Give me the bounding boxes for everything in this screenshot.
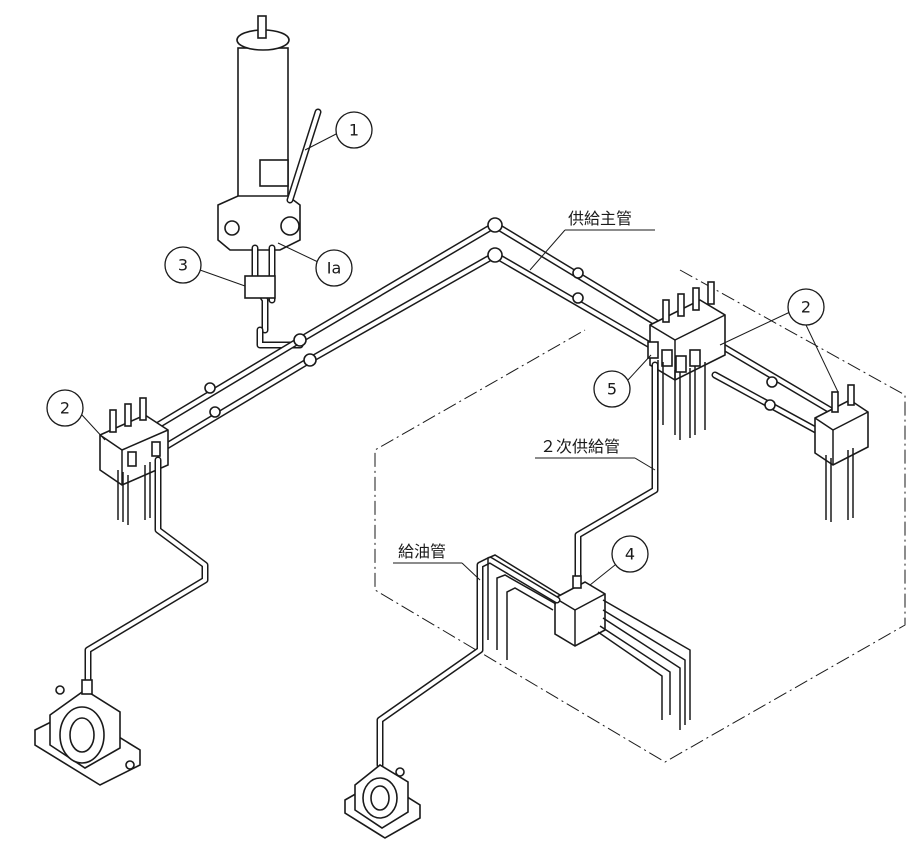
callout-1a — [315, 249, 353, 287]
pump-top-rod — [257, 15, 267, 39]
label-secondary-supply-leader — [634, 457, 656, 471]
switching-valve-body — [244, 275, 276, 299]
leader-2-right-b — [805, 324, 839, 393]
pipe-elbow — [487, 217, 503, 233]
leader-2-right-a — [719, 311, 791, 346]
bearing-bottom — [344, 764, 421, 839]
pipe-coupling — [204, 382, 216, 394]
main-supply-pipes-right — [711, 341, 834, 439]
callout-5 — [593, 370, 631, 408]
label-oil-supply-leader — [461, 562, 481, 581]
oil-supply-pipes — [376, 554, 691, 769]
callout-1-text: 1 — [349, 121, 359, 140]
label-oil-supply-pipe: 給油管 — [398, 542, 446, 561]
callout-3-text: 3 — [178, 256, 188, 275]
pipe-elbow — [487, 247, 503, 263]
callout-2-right-text: 2 — [801, 298, 811, 317]
left-valve-outlet-pipes — [84, 456, 209, 694]
bearing-left — [34, 679, 141, 786]
pump-knob — [280, 216, 300, 236]
leader-2-left — [81, 414, 106, 441]
callout-1 — [335, 111, 373, 149]
pipe-coupling — [572, 267, 584, 279]
leader-3 — [199, 269, 246, 287]
label-secondary-supply-pipe: ２次供給管 — [540, 437, 620, 456]
distribution-valve-right — [814, 384, 869, 466]
secondary-supply-pipe — [574, 361, 659, 584]
callout-5-text: 5 — [607, 380, 617, 399]
indicator-pin — [647, 341, 659, 359]
leader-5 — [627, 354, 652, 381]
boundary-dashed-line — [374, 269, 906, 763]
callout-1a-text: Ⅰa — [327, 259, 342, 278]
pipe-coupling — [572, 292, 584, 304]
pipe-elbow — [303, 353, 317, 367]
leader-1 — [304, 131, 341, 151]
pump-outlet-pipes — [244, 244, 304, 349]
callout-4 — [611, 535, 649, 573]
pipe-elbow — [293, 333, 307, 347]
distribution-valve-center — [647, 281, 726, 381]
grease-pump — [217, 15, 322, 251]
callout-2-left-text: 2 — [60, 399, 70, 418]
pipe-coupling — [209, 406, 221, 418]
leader-1a — [277, 242, 319, 263]
label-main-supply-leader — [529, 229, 566, 271]
pump-window — [259, 159, 289, 187]
main-supply-pipes — [146, 217, 664, 454]
distribution-valve-4 — [554, 575, 606, 647]
pipe-coupling — [764, 399, 776, 411]
callout-2-right — [787, 288, 825, 326]
pump-base-block — [217, 195, 301, 251]
callout-2-left — [46, 389, 84, 427]
pipe-coupling — [766, 376, 778, 388]
leader-4 — [589, 564, 616, 586]
label-main-supply-pipe: 供給主管 — [568, 209, 632, 228]
callout-4-text: 4 — [625, 545, 635, 564]
pump-side-knob — [224, 220, 240, 236]
callout-3 — [164, 246, 202, 284]
right-valve-outlet-pipes — [825, 448, 854, 522]
distribution-valve-left — [99, 397, 169, 486]
